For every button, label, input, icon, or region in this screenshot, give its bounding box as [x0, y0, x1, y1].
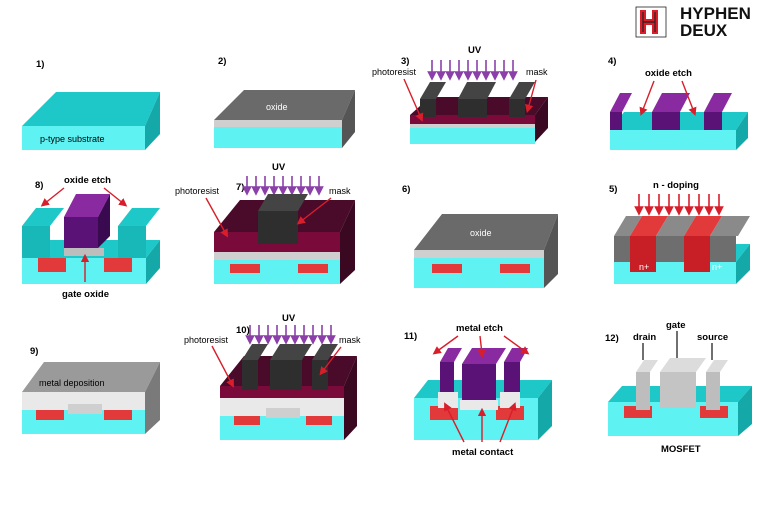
panel-9: 9) metal deposition — [22, 346, 160, 434]
panel-7: 7) UV photoresist mask — [175, 162, 355, 284]
panel-6: 6) oxide — [402, 184, 558, 288]
panel-2: 2) oxide — [214, 56, 355, 148]
panel-5-number: 5) — [609, 184, 617, 195]
panel-3-mask: mask — [526, 67, 548, 77]
hyphen-deux-logo: HYPHEN DEUX — [635, 4, 751, 40]
panel-8-gate-oxide: gate oxide — [62, 289, 109, 300]
panel-3: 3) UV photoresist mask — [372, 45, 548, 144]
panel-6-label: oxide — [470, 228, 492, 238]
panel-11-metal-contact: metal contact — [452, 447, 514, 458]
panel-5: 5) n - doping n+ n+ — [609, 180, 750, 284]
panel-10-number: 10) — [236, 325, 250, 336]
panel-7-number: 7) — [236, 182, 244, 193]
uv-arrows — [245, 325, 336, 345]
panel-2-label: oxide — [266, 102, 288, 112]
logo-line1: HYPHEN — [680, 4, 751, 23]
panel-12: 12) gate drain source MOSFET — [605, 320, 752, 455]
uv-arrows — [242, 176, 324, 196]
panel-7-uv: UV — [272, 162, 286, 173]
panel-3-photoresist: photoresist — [372, 67, 417, 77]
panel-10-uv: UV — [282, 313, 296, 324]
panel-9-number: 9) — [30, 346, 38, 357]
uv-arrows — [427, 60, 518, 81]
panel-5-n-plus-right: n+ — [712, 262, 722, 272]
panel-1: 1) p-type substrate — [22, 59, 160, 150]
panel-10: 10) UV photoresist mask — [184, 313, 361, 440]
panel-11-number: 11) — [404, 331, 417, 342]
panel-8: 8) oxide etch gate oxide — [22, 175, 160, 300]
panel-11-label: metal etch — [456, 323, 503, 334]
panel-9-label: metal deposition — [39, 378, 105, 388]
panel-3-number: 3) — [401, 56, 409, 67]
panel-1-label: p-type substrate — [40, 134, 105, 144]
panel-4: 4) oxide etch — [608, 56, 748, 150]
panel-12-gate: gate — [666, 320, 686, 331]
panel-10-photoresist: photoresist — [184, 335, 229, 345]
panel-4-number: 4) — [608, 56, 616, 67]
panel-3-uv: UV — [468, 45, 482, 56]
panel-7-photoresist: photoresist — [175, 186, 220, 196]
panel-8-number: 8) — [35, 180, 43, 191]
panel-8-label: oxide etch — [64, 175, 111, 186]
panel-12-source: source — [697, 332, 728, 343]
panel-1-number: 1) — [36, 59, 44, 70]
panel-12-caption: MOSFET — [661, 444, 701, 455]
doping-arrows — [634, 194, 724, 216]
panel-12-drain: drain — [633, 332, 656, 343]
panel-10-mask: mask — [339, 335, 361, 345]
panel-2-number: 2) — [218, 56, 226, 67]
logo-mark-icon — [635, 6, 667, 38]
logo-line2: DEUX — [680, 21, 728, 40]
panel-6-number: 6) — [402, 184, 410, 195]
panel-5-n-plus-left: n+ — [639, 262, 649, 272]
panel-11: 11) metal etch metal contact — [404, 323, 552, 458]
panel-4-label: oxide etch — [645, 68, 692, 79]
panel-5-label: n - doping — [653, 180, 699, 191]
panel-7-mask: mask — [329, 186, 351, 196]
panel-12-number: 12) — [605, 333, 619, 344]
